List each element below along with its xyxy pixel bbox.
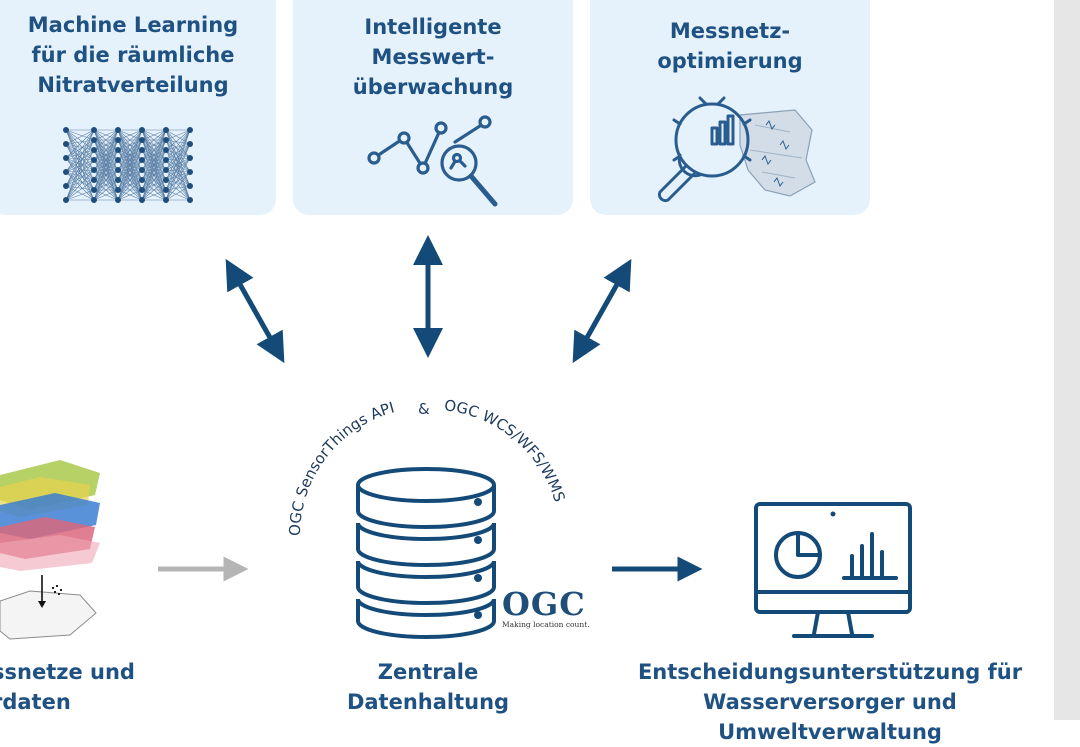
map-layers-image: [0, 460, 100, 640]
card-messnetzoptimierung: Messnetz- optimierung: [590, 0, 870, 215]
card-title-messwert-ueberwachung: Intelligente Messwert- überwachung: [352, 15, 514, 99]
trend-magnifier-icon: [367, 115, 498, 207]
arrows-layer: [158, 235, 703, 582]
neural-network-icon: [63, 127, 193, 203]
card-title-messnetzoptimierung: Messnetz- optimierung: [657, 19, 803, 73]
label-entscheidungsunterstuetzung: Entscheidungsunterstützung für Wasserver…: [637, 660, 1023, 744]
gear-wrench-map-icon: [657, 96, 816, 203]
label-zentrale-datenhaltung: Zentrale Datenhaltung: [346, 660, 510, 714]
double-arrow-right: [572, 258, 632, 364]
ogc-logo: OGC Making location count.: [502, 588, 602, 634]
api-text-amp: &: [418, 400, 430, 418]
ogc-logo-tagline: Making location count.: [502, 620, 590, 629]
monitor-chart-icon: [754, 502, 912, 638]
double-arrow-left: [225, 258, 285, 364]
right-gray-strip: [1054, 0, 1080, 720]
ogc-logo-name: OGC: [502, 585, 586, 623]
card-title-machine-learning: Machine Learning für die räumliche Nitra…: [27, 13, 239, 97]
card-machine-learning: Machine Learning für die räumliche Nitra…: [0, 0, 276, 215]
label-messnetze: ssnetze und rdaten: [0, 660, 135, 714]
card-messwert-ueberwachung: Intelligente Messwert- überwachung: [293, 0, 573, 215]
database-icon: [356, 467, 496, 639]
